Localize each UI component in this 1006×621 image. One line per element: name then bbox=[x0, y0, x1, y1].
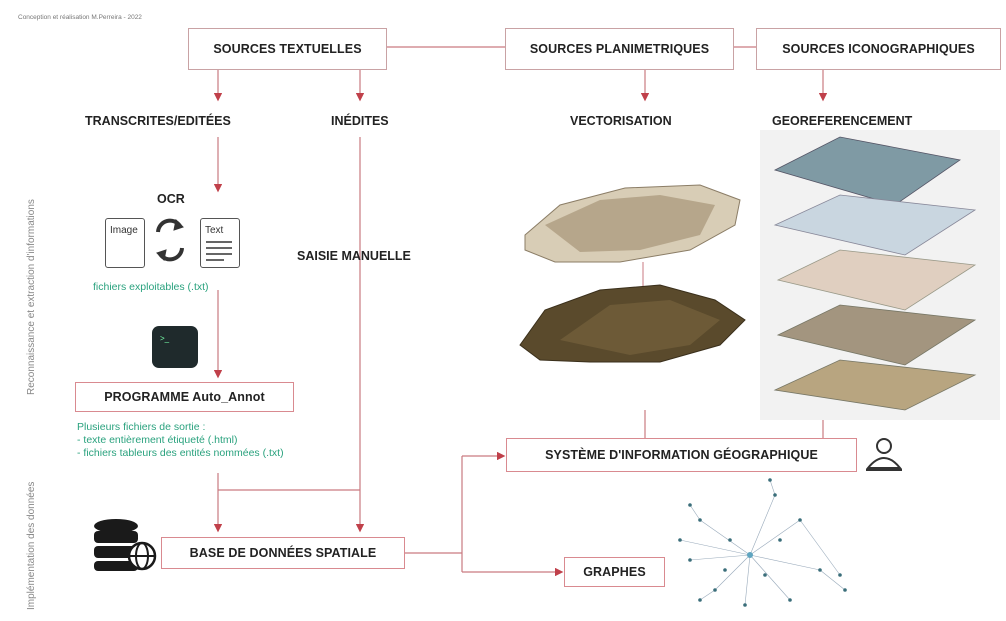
label-saisie-manuelle: SAISIE MANUELLE bbox=[297, 249, 411, 263]
database-icon bbox=[94, 519, 157, 571]
box-sources-iconographiques: SOURCES ICONOGRAPHIQUES bbox=[756, 28, 1001, 70]
fichiers-exploitables: fichiers exploitables (.txt) bbox=[93, 281, 209, 293]
sortie-line2: - texte entièrement étiqueté (.html) bbox=[77, 434, 238, 446]
network-graph bbox=[679, 479, 846, 606]
label-vectorisation: VECTORISATION bbox=[570, 114, 672, 128]
box-base-de-donnees: BASE DE DONNÉES SPATIALE bbox=[161, 537, 405, 569]
box-programme: PROGRAMME Auto_Annot bbox=[75, 382, 294, 412]
vector-map-illustration bbox=[519, 184, 746, 363]
box-graphes: GRAPHES bbox=[564, 557, 665, 587]
side-label-upper: Reconnaissance et extraction d'informati… bbox=[26, 199, 37, 395]
text-file-label: Text bbox=[205, 225, 224, 236]
georef-map-stack bbox=[760, 130, 1000, 420]
user-icon bbox=[865, 438, 903, 471]
sortie-line3: - fichiers tableurs des entités nommées … bbox=[77, 447, 284, 459]
side-label-lower: Implémentation des données bbox=[26, 481, 37, 610]
box-sig: SYSTÈME D'INFORMATION GÉOGRAPHIQUE bbox=[506, 438, 857, 472]
box-sources-textuelles: SOURCES TEXTUELLES bbox=[188, 28, 387, 70]
text-file-icon: Text bbox=[200, 218, 240, 268]
image-file-label: Image bbox=[110, 225, 138, 236]
label-ocr: OCR bbox=[157, 192, 185, 206]
label-georeferencement: GEOREFERENCEMENT bbox=[772, 114, 913, 128]
box-sources-planimetriques: SOURCES PLANIMETRIQUES bbox=[505, 28, 734, 70]
image-file-icon: Image bbox=[105, 218, 145, 268]
terminal-icon: >_ bbox=[152, 326, 198, 368]
label-transcrites: TRANSCRITES/EDITÉES bbox=[85, 114, 231, 128]
credit-text: Conception et réalisation M.Perreira - 2… bbox=[18, 14, 142, 21]
sortie-line1: Plusieurs fichiers de sortie : bbox=[77, 421, 206, 433]
refresh-icon bbox=[156, 218, 184, 262]
label-inedites: INÉDITES bbox=[331, 114, 389, 128]
